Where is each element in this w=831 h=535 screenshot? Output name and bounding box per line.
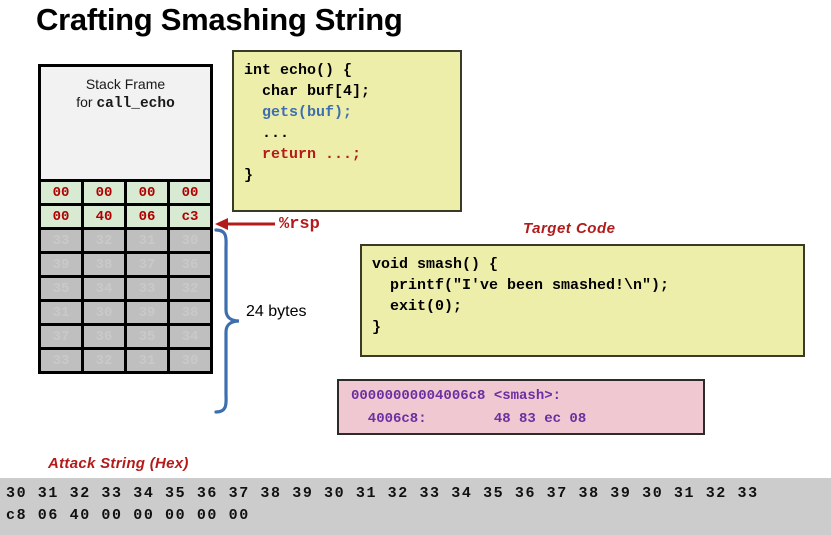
stack-frame-header: Stack Frame for call_echo — [41, 67, 210, 179]
stack-byte-cell: 36 — [170, 251, 210, 275]
attack-string-band: 30 31 32 33 34 35 36 37 38 39 30 31 32 3… — [0, 478, 831, 535]
stack-byte-cell: 06 — [127, 203, 170, 227]
code-line: gets(buf); — [244, 104, 353, 121]
stack-frame-subtitle: for call_echo — [76, 93, 175, 114]
stack-byte-cell: 35 — [127, 323, 170, 347]
stack-byte-cell: 40 — [84, 203, 127, 227]
rsp-label: %rsp — [279, 214, 320, 234]
code-line: ... — [244, 125, 290, 142]
stack-byte-cell: 34 — [84, 275, 127, 299]
code-line: int echo() { — [244, 62, 353, 79]
attack-string-line-2: c8 06 40 00 00 00 00 00 — [6, 507, 250, 524]
stack-byte-cell: 00 — [41, 179, 84, 203]
stack-byte-cell: 00 — [41, 203, 84, 227]
stack-byte-cell: 39 — [127, 299, 170, 323]
stack-byte-cell: 33 — [127, 275, 170, 299]
attack-string-label: Attack String (Hex) — [48, 455, 189, 472]
stack-byte-cell: 37 — [127, 251, 170, 275]
stack-byte-cell: 00 — [84, 179, 127, 203]
stack-byte-cell: 34 — [170, 323, 210, 347]
stack-byte-cell: 32 — [84, 347, 127, 371]
stack-byte-cell: 33 — [41, 227, 84, 251]
stack-frame-for-text: for — [76, 94, 97, 110]
disassembly-line: 00000000004006c8 <smash>: — [351, 388, 562, 404]
stack-byte-cell: 32 — [84, 227, 127, 251]
code-line: printf("I've been smashed!\n"); — [372, 277, 670, 294]
stack-byte-cell: 30 — [170, 347, 210, 371]
stack-byte-cell: 36 — [84, 323, 127, 347]
stack-byte-cell: 32 — [170, 275, 210, 299]
stack-byte-cell: 00 — [170, 179, 210, 203]
stack-byte-cell: 38 — [84, 251, 127, 275]
rsp-marker: %rsp — [215, 213, 320, 235]
stack-byte-cell: 31 — [41, 299, 84, 323]
code-line: return ...; — [244, 146, 362, 163]
rsp-arrow-icon — [215, 218, 275, 230]
code-line: exit(0); — [372, 298, 463, 315]
attack-string-line-1: 30 31 32 33 34 35 36 37 38 39 30 31 32 3… — [6, 485, 759, 502]
stack-byte-cell: 39 — [41, 251, 84, 275]
stack-byte-cell: 00 — [127, 179, 170, 203]
twenty-four-byte-brace-icon — [214, 228, 240, 414]
page-title: Crafting Smashing String — [36, 2, 403, 37]
target-code-block: void smash() { printf("I've been smashed… — [360, 244, 805, 357]
stack-byte-cell: 35 — [41, 275, 84, 299]
code-line: } — [372, 319, 382, 336]
code-line: void smash() { — [372, 256, 499, 273]
stack-frame-title: Stack Frame — [85, 76, 166, 92]
echo-code-block: int echo() { char buf[4]; gets(buf); ...… — [232, 50, 462, 212]
disassembly-line: 4006c8: 48 83 ec 08 — [351, 411, 587, 427]
stack-byte-cell: 31 — [127, 347, 170, 371]
stack-byte-cell: 33 — [41, 347, 84, 371]
byte-size-label: 24 bytes — [246, 303, 307, 320]
stack-byte-cell: 38 — [170, 299, 210, 323]
code-line: char buf[4]; — [244, 83, 371, 100]
stack-byte-cell: 30 — [84, 299, 127, 323]
stack-frame-function-name: call_echo — [96, 96, 175, 112]
code-line: } — [244, 167, 254, 184]
disassembly-block: 00000000004006c8 <smash>: 4006c8: 48 83 … — [337, 379, 705, 435]
stack-byte-cell: 37 — [41, 323, 84, 347]
stack-byte-cell: c3 — [170, 203, 210, 227]
stack-byte-cell: 31 — [127, 227, 170, 251]
target-code-label: Target Code — [523, 220, 616, 237]
stack-byte-cell: 30 — [170, 227, 210, 251]
